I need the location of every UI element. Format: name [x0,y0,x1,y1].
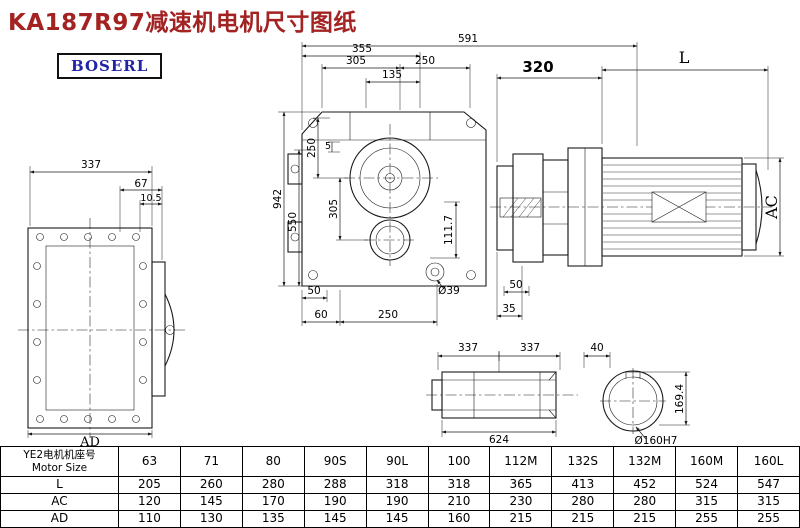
dim-label: AD [79,435,100,446]
dim-label: 305 [346,55,366,67]
input-shaft-section [499,197,542,218]
dimension-value-cell: 170 [241,493,305,511]
motor-view: 320 L AC [490,48,784,267]
left-view: 337 67 10.5 AD [18,159,186,446]
dim-label: 337 [81,159,101,171]
dimension-value-cell: 524 [675,476,739,494]
dimension-value-cell: 190 [303,493,367,511]
motor-size-column-header: 90L [365,446,429,477]
dim-label: Ø160H7 [635,435,678,446]
dim-label: 5 [325,141,331,152]
motor-size-column-header: 132S [551,446,615,477]
dimension-value-cell: 145 [303,510,367,528]
motor-size-table: YE2电机机座号 Motor Size 63 71 80 90S 90L 100… [0,446,800,528]
main-view: 591 355 305 250 135 942 550 250 [272,33,638,326]
dim-label: 35 [502,303,515,315]
table-row-L: L 205 260 280 288 318 318 365 413 452 52… [0,476,800,494]
table-header-motor-size: YE2电机机座号 Motor Size [0,446,119,477]
dimension-value-cell: 288 [303,476,367,494]
table-row-AC: AC 120 145 170 190 190 210 230 280 280 3… [0,493,800,511]
dimension-value-cell: 452 [613,476,677,494]
dim-label: L [679,48,690,67]
header-cn: YE2电机机座号 [23,449,96,462]
page-title: KA187R97减速机电机尺寸图纸 [8,10,357,36]
dimension-value-cell: 255 [737,510,800,528]
dim-label: 67 [134,178,147,190]
motor-size-column-header: 63 [118,446,181,477]
dim-label: 50 [307,285,320,297]
header-en: Motor Size [31,461,88,474]
dim-label: Ø39 [438,285,460,297]
motor-size-column-header: 132M [613,446,677,477]
dimension-value-cell: 205 [118,476,181,494]
brand-logo: BOSERL [57,53,163,79]
dimension-value-cell: 280 [551,493,615,511]
technical-drawing: 337 67 10.5 AD [18,33,784,446]
dim-label: 169.4 [674,384,686,414]
dimension-value-cell: 413 [551,476,615,494]
bore-view: 40 169.4 Ø160H7 [583,342,690,446]
dimension-value-cell: 255 [675,510,739,528]
dimension-value-cell: 160 [427,510,491,528]
table-row-AD: AD 110 130 135 145 145 160 215 215 215 2… [0,510,800,528]
motor-size-column-header: 160M [675,446,739,477]
dim-label: 40 [590,342,603,354]
dim-label: AC [762,195,781,220]
dimension-value-cell: 190 [365,493,429,511]
dimension-value-cell: 130 [179,510,243,528]
dim-label: 50 [509,279,522,291]
dim-label: 320 [522,58,553,76]
dimension-row-label: AD [0,510,119,528]
dimension-row-label: L [0,476,119,494]
dim-label: 337 [520,342,540,354]
dimension-value-cell: 120 [118,493,181,511]
dimension-value-cell: 365 [489,476,553,494]
motor-size-column-header: 71 [179,446,243,477]
dim-label: 305 [328,199,340,219]
shaft-view: 337 337 624 [426,342,578,446]
dimension-value-cell: 315 [675,493,739,511]
table-header-row: YE2电机机座号 Motor Size 63 71 80 90S 90L 100… [0,446,800,477]
dimension-value-cell: 145 [179,493,243,511]
dimension-value-cell: 215 [489,510,553,528]
dimension-value-cell: 215 [613,510,677,528]
dim-label: 135 [382,69,402,81]
dimension-value-cell: 135 [241,510,305,528]
motor-size-column-header: 112M [489,446,553,477]
fan-cover [755,169,763,245]
dim-label: 250 [378,309,398,321]
motor-size-column-header: 160L [737,446,800,477]
dimension-value-cell: 215 [551,510,615,528]
dimension-value-cell: 145 [365,510,429,528]
dimension-value-cell: 280 [613,493,677,511]
dimension-value-cell: 318 [365,476,429,494]
dimension-value-cell: 318 [427,476,491,494]
input-shaft-circle [425,262,445,282]
dim-label: 111.7 [443,215,455,245]
dimension-value-cell: 260 [179,476,243,494]
dim-label: 10.5 [140,193,161,204]
dim-label: 591 [458,33,478,45]
dimension-value-cell: 210 [427,493,491,511]
dimension-value-cell: 230 [489,493,553,511]
dim-label: 550 [287,212,299,232]
dim-label: 337 [458,342,478,354]
dimension-value-cell: 280 [241,476,305,494]
dim-label: 942 [272,189,284,209]
dimension-value-cell: 547 [737,476,800,494]
dimension-value-cell: 315 [737,493,800,511]
dim-label: 624 [489,434,509,446]
dim-label: 355 [352,43,372,55]
motor-size-column-header: 80 [241,446,305,477]
dim-label: 250 [306,138,318,158]
dim-label: 250 [415,55,435,67]
dim-label: 60 [314,309,327,321]
motor-size-column-header: 90S [303,446,367,477]
dimension-row-label: AC [0,493,119,511]
dimension-value-cell: 110 [118,510,181,528]
motor-size-column-header: 100 [427,446,491,477]
